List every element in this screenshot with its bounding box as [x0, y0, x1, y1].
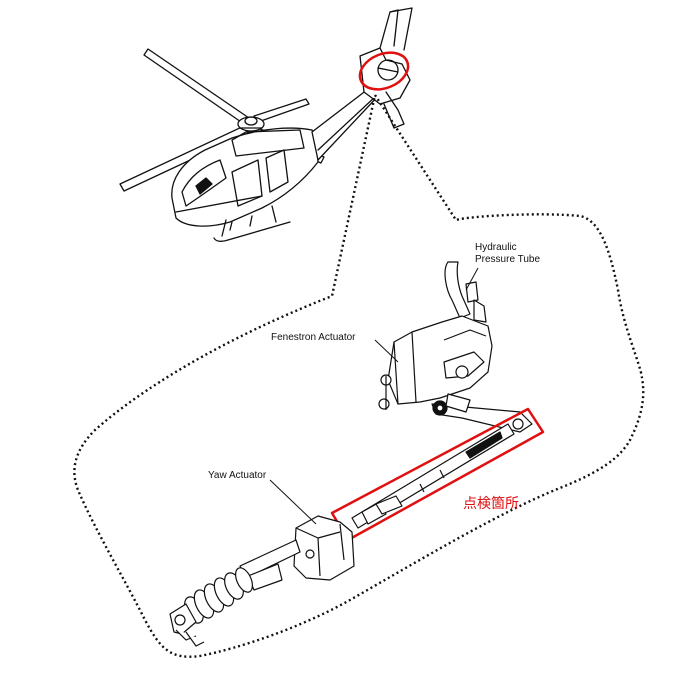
hydraulic-label-line1: Hydraulic	[475, 242, 517, 253]
callout-dotted-outline	[73, 94, 645, 658]
control-rod	[351, 423, 515, 529]
hydraulic-label-line2: Pressure Tube	[475, 254, 541, 265]
yaw-actuator-label: Yaw Actuator	[208, 470, 267, 481]
leader-lines	[269, 267, 479, 525]
hydraulic-pressure-tube	[444, 261, 471, 319]
fenestron-leader	[374, 339, 399, 363]
helicopter-illustration	[119, 7, 413, 242]
spring-bellows	[184, 567, 253, 624]
fuselage	[171, 127, 319, 227]
inspection-point-label: 点検箇所	[463, 495, 519, 511]
yaw-actuator-assembly	[169, 515, 355, 647]
fenestron-actuator-assembly	[378, 261, 533, 433]
tail-highlight-ellipse	[358, 51, 410, 91]
yaw-leader	[269, 479, 317, 525]
fenestron-actuator-label: Fenestron Actuator	[271, 332, 356, 343]
landing-skids	[213, 205, 291, 242]
hydraulic-leader	[465, 267, 479, 291]
